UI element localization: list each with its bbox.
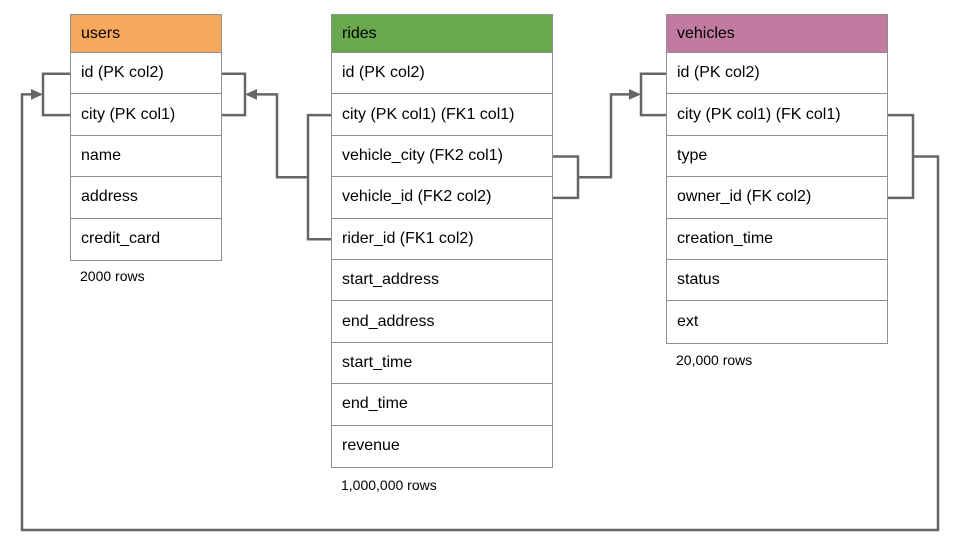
table-row: name xyxy=(71,135,221,178)
table-users: users id (PK col2) city (PK col1) name a… xyxy=(70,14,222,261)
table-row: vehicle_id (FK2 col2) xyxy=(332,177,552,219)
table-rides: rides id (PK col2) city (PK col1) (FK1 c… xyxy=(331,14,553,468)
table-row: revenue xyxy=(332,425,552,467)
table-row: id (PK col2) xyxy=(71,53,221,95)
table-row: status xyxy=(667,259,887,302)
table-vehicles: vehicles id (PK col2) city (PK col1) (FK… xyxy=(666,14,888,344)
table-row: start_address xyxy=(332,259,552,302)
table-row: ext xyxy=(667,301,887,343)
fk2-link-line xyxy=(578,93,630,179)
fk2-vehicles-bracket xyxy=(639,72,666,117)
fk2-arrowhead-icon xyxy=(629,89,641,100)
fk-link-line xyxy=(20,93,940,532)
fk1-arrowhead-icon xyxy=(245,89,257,100)
users-row-count-label: 2000 rows xyxy=(80,268,145,284)
table-users-header: users xyxy=(71,15,221,53)
table-row: rider_id (FK1 col2) xyxy=(332,218,552,260)
table-row: id (PK col2) xyxy=(667,53,887,95)
rides-row-count-label: 1,000,000 rows xyxy=(341,477,437,493)
table-row: end_address xyxy=(332,301,552,343)
fk1-link-line xyxy=(256,93,308,179)
table-row: vehicle_city (FK2 col1) xyxy=(332,135,552,178)
table-row: end_time xyxy=(332,384,552,426)
table-row: type xyxy=(667,135,887,178)
table-row: city (PK col1) (FK col1) xyxy=(667,94,887,136)
table-row: start_time xyxy=(332,342,552,385)
fk1-users-bracket xyxy=(222,72,247,117)
table-rides-header: rides xyxy=(332,15,552,53)
table-row: owner_id (FK col2) xyxy=(667,177,887,219)
table-row: creation_time xyxy=(667,218,887,260)
fk-vehicles-bracket xyxy=(888,113,915,200)
table-row: address xyxy=(71,177,221,219)
table-vehicles-header: vehicles xyxy=(667,15,887,53)
table-row: city (PK col1) xyxy=(71,94,221,136)
fk-users-bracket xyxy=(41,72,70,117)
table-row: city (PK col1) (FK1 col1) xyxy=(332,94,552,136)
vehicles-row-count-label: 20,000 rows xyxy=(676,352,753,368)
table-row: id (PK col2) xyxy=(332,53,552,95)
fk2-rides-bracket xyxy=(553,155,580,200)
table-row: credit_card xyxy=(71,218,221,260)
fk1-rides-bracket xyxy=(306,113,331,241)
fk-arrowhead-icon xyxy=(31,89,43,100)
